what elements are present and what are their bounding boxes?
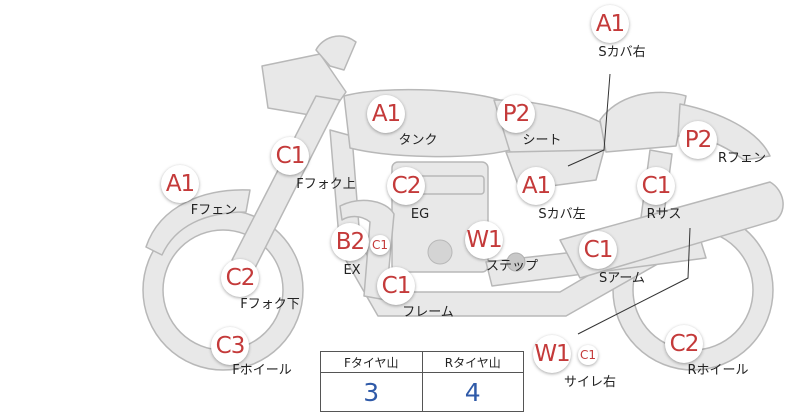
leader-line-silencer-right <box>577 227 691 335</box>
grade-badge-f-wheel: C3 <box>211 327 249 365</box>
grade-badge-r-suspension: C1 <box>637 167 675 205</box>
part-label-tank: タンク <box>398 133 438 148</box>
part-label-f-fork-upper: Fフォク上 <box>296 177 356 192</box>
part-label-step: ステップ <box>485 259 539 274</box>
sub-grade-badge-exhaust: C1 <box>370 235 390 255</box>
part-label-silencer-right: サイレ右 <box>563 375 617 390</box>
rear-tire-header: Rタイヤ山 <box>421 351 524 373</box>
front-tire-header: Fタイヤ山 <box>320 351 423 373</box>
front-tire-value: 3 <box>320 372 423 412</box>
leader-line-s-cover-right <box>567 73 611 167</box>
grade-badge-r-fender: P2 <box>679 121 717 159</box>
part-label-r-wheel: Rホイール <box>687 363 749 378</box>
grade-badge-frame: C1 <box>377 267 415 305</box>
part-label-seat: シート <box>522 133 562 148</box>
grade-badge-tank: A1 <box>367 95 405 133</box>
rear-tire-value: 4 <box>421 372 524 412</box>
grade-badge-seat: P2 <box>497 95 535 133</box>
grade-badge-engine: C2 <box>387 167 425 205</box>
part-label-f-fender: Fフェン <box>190 203 238 218</box>
sub-grade-badge-silencer-right: C1 <box>578 345 598 365</box>
grade-badge-s-cover-right: A1 <box>591 5 629 43</box>
grade-badge-step: W1 <box>465 221 503 259</box>
grade-badge-s-cover-left: A1 <box>517 167 555 205</box>
grade-badge-f-fork-lower: C2 <box>221 259 259 297</box>
grade-badge-swingarm: C1 <box>579 231 617 269</box>
part-label-swingarm: Sアーム <box>598 271 646 286</box>
part-label-s-cover-left: Sカバ左 <box>538 207 586 222</box>
front-fender-shape <box>145 189 251 256</box>
grade-badge-silencer-right: W1 <box>533 335 571 373</box>
part-label-engine: EG <box>410 207 430 222</box>
part-label-r-fender: Rフェン <box>717 151 767 166</box>
tire-tread-table: Fタイヤ山 Rタイヤ山 3 4 <box>320 351 524 412</box>
grade-badge-f-fork-upper: C1 <box>271 137 309 175</box>
rear-cowl-shape <box>599 91 687 153</box>
part-label-exhaust: EX <box>343 263 361 278</box>
part-label-frame: フレーム <box>402 305 454 320</box>
part-label-s-cover-right: Sカバ右 <box>598 45 646 60</box>
grade-badge-exhaust: B2 <box>331 223 369 261</box>
grade-badge-f-fender: A1 <box>161 165 199 203</box>
grade-badge-r-wheel: C2 <box>665 325 703 363</box>
part-label-f-wheel: Fホイール <box>232 363 292 378</box>
part-label-r-suspension: Rサス <box>646 207 682 222</box>
part-label-f-fork-lower: Fフォク下 <box>240 297 300 312</box>
